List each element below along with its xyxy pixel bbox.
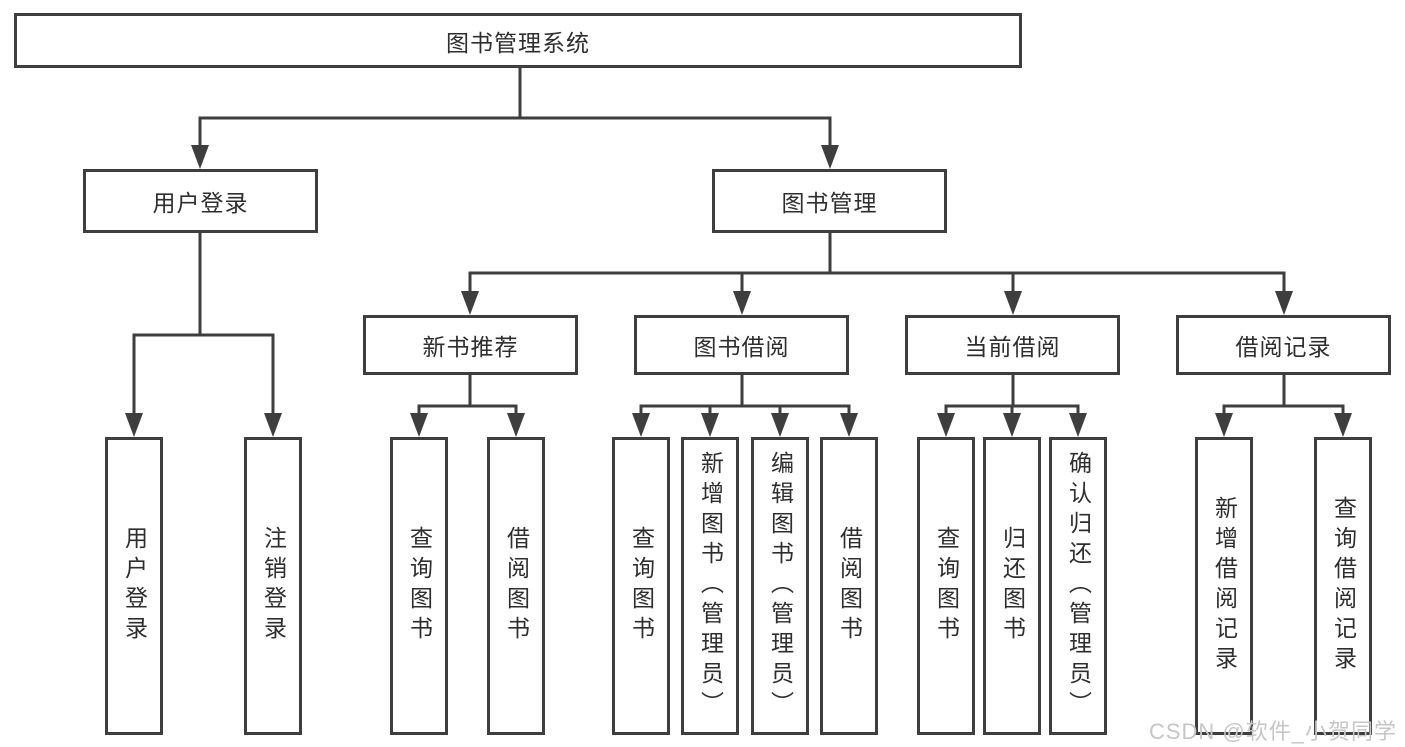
node-current-borrowing: 当前借阅: [905, 315, 1120, 375]
arrowhead-icon: [771, 413, 789, 437]
node-leaf-return-books: 归还图书: [983, 437, 1041, 735]
node-leaf-borrow-books-2: 借阅图书: [820, 437, 878, 735]
node-book-management: 图书管理: [712, 169, 947, 233]
connector-records-to-leaves: [1222, 373, 1345, 422]
node-new-book-recommendation: 新书推荐: [363, 315, 578, 375]
connector-userlogin-to-leaves: [132, 231, 275, 420]
node-label: 新书推荐: [422, 334, 519, 360]
arrowhead-icon: [701, 413, 719, 437]
connector-bookmgmt-to-level3: [468, 231, 1286, 300]
connector-current-to-leaves: [944, 373, 1080, 422]
node-leaf-query-books-3: 查询图书: [917, 437, 975, 735]
node-label: 用户登录: [152, 190, 249, 216]
node-leaf-confirm-return-admin: 确认归还（管理员）: [1049, 437, 1107, 735]
node-leaf-user-login: 用户登录: [105, 437, 163, 735]
arrowhead-icon: [191, 145, 209, 169]
arrowhead-icon: [461, 291, 479, 315]
node-leaf-add-book-admin: 新增图书（管理员）: [681, 437, 739, 735]
arrowhead-icon: [264, 413, 282, 437]
node-label: 图书借阅: [693, 334, 790, 360]
node-label: 借阅记录: [1235, 334, 1332, 360]
node-borrowing-records: 借阅记录: [1176, 315, 1391, 375]
arrowhead-icon: [410, 413, 428, 437]
connector-newbook-to-leaves: [417, 373, 518, 422]
arrowhead-icon: [632, 413, 650, 437]
node-label: 借阅图书: [503, 526, 530, 646]
node-label: 用户登录: [121, 526, 148, 646]
node-label: 借阅图书: [836, 526, 863, 646]
arrowhead-icon: [733, 291, 751, 315]
node-label: 查询图书: [933, 526, 960, 646]
arrowhead-icon: [1004, 291, 1022, 315]
node-label: 查询图书: [406, 526, 433, 646]
arrowhead-icon: [507, 413, 525, 437]
node-label: 注销登录: [260, 526, 287, 646]
arrowhead-icon: [1334, 413, 1352, 437]
node-label: 图书管理: [781, 190, 878, 216]
connector-borrowing-to-leaves: [639, 373, 851, 422]
node-label: 新增图书（管理员）: [697, 451, 724, 721]
node-label: 编辑图书（管理员）: [767, 451, 794, 721]
node-leaf-edit-book-admin: 编辑图书（管理员）: [751, 437, 809, 735]
node-label: 图书管理系统: [446, 29, 590, 56]
node-label: 归还图书: [999, 526, 1026, 646]
arrowhead-icon: [937, 413, 955, 437]
arrowhead-icon: [821, 145, 839, 169]
arrowhead-icon: [1003, 413, 1021, 437]
node-leaf-query-books-2: 查询图书: [612, 437, 670, 735]
node-label: 新增借阅记录: [1211, 496, 1238, 676]
arrowhead-icon: [1069, 413, 1087, 437]
node-label: 查询图书: [628, 526, 655, 646]
node-user-login: 用户登录: [83, 169, 318, 233]
node-leaf-query-books-1: 查询图书: [390, 437, 448, 735]
node-label: 当前借阅: [964, 334, 1061, 360]
node-book-borrowing: 图书借阅: [634, 315, 849, 375]
node-library-management-system: 图书管理系统: [14, 13, 1022, 68]
arrowhead-icon: [840, 413, 858, 437]
node-label: 确认归还（管理员）: [1065, 451, 1092, 721]
arrowhead-icon: [1215, 413, 1233, 437]
connector-root-to-level2: [198, 66, 832, 152]
arrowhead-icon: [125, 413, 143, 437]
csdn-watermark: CSDN @软件_小贺同学: [1148, 719, 1397, 744]
node-leaf-query-borrow-record: 查询借阅记录: [1314, 437, 1372, 735]
node-label: 查询借阅记录: [1330, 496, 1357, 676]
node-leaf-borrow-books-1: 借阅图书: [487, 437, 545, 735]
arrowhead-icon: [1275, 291, 1293, 315]
node-leaf-logout: 注销登录: [244, 437, 302, 735]
node-leaf-add-borrow-record: 新增借阅记录: [1195, 437, 1253, 735]
